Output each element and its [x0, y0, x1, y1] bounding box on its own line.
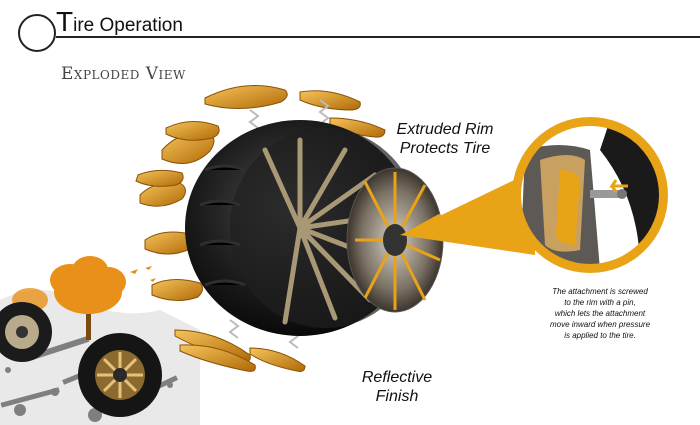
caption-line: is applied to the tire. [564, 331, 636, 340]
caption-line: The attachment is screwed [552, 287, 648, 296]
detail-magnifier [512, 117, 668, 273]
page-title: Tire Operation [56, 6, 183, 38]
page-subtitle: Exploded View [61, 64, 186, 84]
title-rest: ire Operation [73, 15, 183, 36]
small-wheel-art [0, 302, 162, 417]
title-initial: T [56, 6, 74, 37]
title-underline [56, 36, 700, 38]
tree-art [12, 256, 156, 340]
callout-extruded-rim: Extruded Rim Protects Tire [385, 120, 505, 158]
title-circle-ornament [18, 14, 56, 52]
caption-line: to the rim with a pin, [564, 298, 636, 307]
callout-finish-line1: Reflective [361, 369, 433, 386]
callout-reflective-finish: Reflective Finish [352, 368, 442, 406]
callout-finish-line2: Finish [375, 388, 419, 405]
detail-pointer [400, 170, 535, 255]
main-tire [135, 85, 444, 372]
detail-caption: The attachment is screwed to the rim wit… [520, 286, 680, 341]
callout-rim-line1: Extruded Rim [396, 121, 494, 138]
caption-line: move inward when pressure [549, 320, 651, 329]
callout-rim-line2: Protects Tire [399, 140, 491, 157]
caption-line: which lets the attachment [554, 309, 646, 318]
